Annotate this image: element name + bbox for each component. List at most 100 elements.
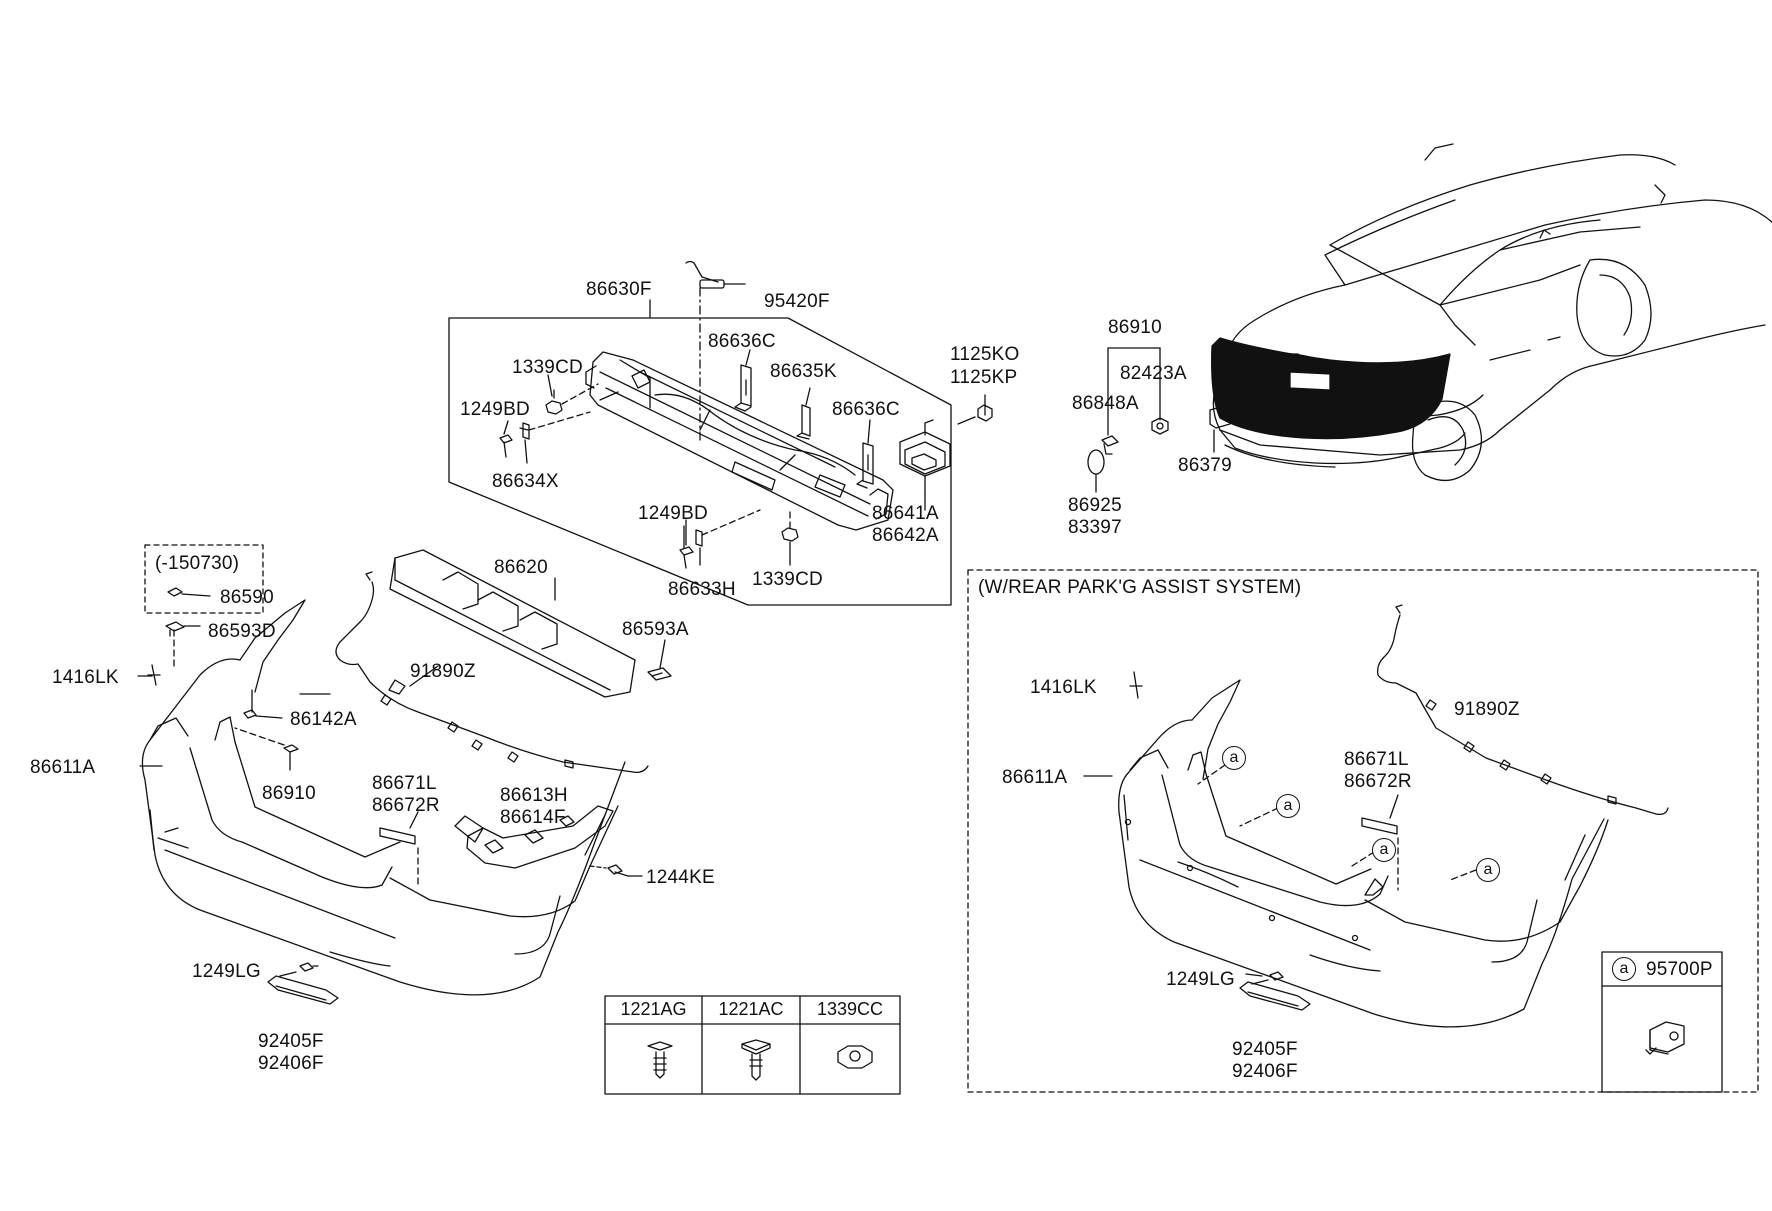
label-86633H: 86633H	[668, 579, 736, 600]
energy-absorber-drawing	[389, 549, 636, 698]
callout-a-legend: a	[1612, 957, 1636, 981]
bracket-86671L-left	[379, 811, 419, 886]
label-95420F: 95420F	[764, 291, 830, 312]
label-1125KP: 1125KP	[950, 367, 1018, 388]
car-plate	[1289, 371, 1331, 391]
callout-a-1: a	[1222, 746, 1246, 770]
label-86672R-right: 86672R	[1344, 771, 1412, 792]
bracket-86636C-side	[856, 442, 874, 489]
clip-86910-left	[234, 727, 299, 771]
label-86593A: 86593A	[622, 619, 689, 640]
side-bracket-86613H	[466, 805, 614, 869]
nut-1339CD-top	[545, 383, 599, 415]
clip-86633H	[695, 509, 761, 547]
table-header-1221AG: 1221AG	[620, 999, 687, 1019]
label-86142A: 86142A	[290, 709, 357, 730]
bracket-86636C-top	[734, 364, 752, 412]
clip-86910-right	[1087, 347, 1263, 493]
clip-86634X	[519, 411, 591, 440]
rear-beam-drawing	[585, 351, 894, 531]
park-assist-frame	[967, 569, 1759, 1093]
label-86925: 86925	[1068, 495, 1122, 516]
rivet-1416LK-right	[1129, 671, 1143, 699]
sensor-95700P-box	[1601, 951, 1723, 1093]
label-86671L-left: 86671L	[372, 773, 437, 794]
label-83397: 83397	[1068, 517, 1122, 538]
table-header-1339CC: 1339CC	[816, 999, 884, 1019]
bracket-86671L-right	[1361, 794, 1399, 891]
table-header-1221AC: 1221AC	[718, 999, 784, 1019]
rivet-1416LK-left	[137, 664, 161, 686]
reflector-92405F-left	[267, 975, 339, 1005]
label-86672R-left: 86672R	[372, 795, 440, 816]
label-86590: 86590	[220, 587, 274, 608]
park-assist-title: (W/REAR PARK'G ASSIST SYSTEM)	[978, 577, 1302, 598]
label-86641A: 86641A	[872, 503, 939, 524]
callout-a-3: a	[1372, 838, 1396, 862]
label-1249BD-bottom: 1249BD	[638, 503, 708, 524]
stay-86641A-drawing	[899, 419, 951, 496]
beam-group-leaders	[503, 349, 926, 566]
label-92406F-left: 92406F	[258, 1053, 324, 1074]
label-1244KE: 1244KE	[646, 867, 715, 888]
label-91890Z-right: 91890Z	[1454, 699, 1520, 720]
label-86671L-right: 86671L	[1344, 749, 1409, 770]
left-group-leaders	[139, 693, 331, 767]
label-86848A: 86848A	[1072, 393, 1139, 414]
fastener-table-grid	[604, 995, 901, 1095]
label-86614F: 86614F	[500, 807, 566, 828]
beam-group-frame	[448, 299, 952, 606]
label-1249BD-top: 1249BD	[460, 399, 530, 420]
label-1249LG-left: 1249LG	[192, 961, 261, 982]
label-92405F-left: 92405F	[258, 1031, 324, 1052]
harness-91890Z-left	[335, 571, 649, 774]
label-86620: 86620	[494, 557, 548, 578]
screw-1249LG-right	[1251, 971, 1284, 985]
label-150730: (-150730)	[155, 553, 240, 574]
label-92405F-right: 92405F	[1232, 1039, 1298, 1060]
label-86593D: 86593D	[208, 621, 276, 642]
label-91890Z-left: 91890Z	[410, 661, 476, 682]
screw-1221AG-icon	[647, 1041, 673, 1079]
variant-box-150730	[144, 544, 264, 614]
callout-a-2: a	[1276, 794, 1300, 818]
clip-86593D	[165, 621, 201, 669]
label-1339CD-bottom: 1339CD	[752, 569, 823, 590]
label-86613H: 86613H	[500, 785, 568, 806]
label-1249LG-right: 1249LG	[1166, 969, 1235, 990]
bolt-1249BD-bottom	[679, 519, 694, 569]
label-86910-right: 86910	[1108, 317, 1162, 338]
label-86634X: 86634X	[492, 471, 559, 492]
clip-86593A	[647, 639, 672, 681]
label-86635K: 86635K	[770, 361, 837, 382]
bolt-86142A	[243, 689, 283, 719]
bracket-86635K	[796, 404, 811, 440]
callout-leaders	[1197, 764, 1477, 881]
label-86910-left: 86910	[262, 783, 316, 804]
bumper-cover-left-drawing	[141, 599, 626, 996]
label-86630F: 86630F	[586, 279, 652, 300]
screw-1249LG-left	[279, 962, 319, 977]
car-illustration	[1212, 143, 1772, 482]
label-1416LK-left: 1416LK	[52, 667, 119, 688]
harness-91890Z-right	[1376, 604, 1669, 816]
bolt-1125KO	[957, 394, 993, 425]
bumper-cover-right-drawing	[1118, 679, 1609, 1028]
label-95700P: 95700P	[1646, 959, 1713, 980]
nut-1339CC-icon	[837, 1045, 873, 1069]
label-86611A-right: 86611A	[1002, 767, 1068, 788]
sensor-95420F-drawing	[685, 260, 746, 441]
clip-86590	[167, 587, 211, 597]
bolt-1249BD-top	[499, 434, 513, 458]
label-86636C-top: 86636C	[708, 331, 776, 352]
label-82423A: 82423A	[1120, 363, 1187, 384]
label-86636C-side: 86636C	[832, 399, 900, 420]
reflector-92405F-right	[1239, 981, 1311, 1011]
label-1416LK-right: 1416LK	[1030, 677, 1097, 698]
screw-1244KE	[589, 864, 643, 877]
label-1339CD-top: 1339CD	[512, 357, 583, 378]
label-86611A-left: 86611A	[30, 757, 96, 778]
label-86642A: 86642A	[872, 525, 939, 546]
screw-1221AC-icon	[741, 1039, 771, 1081]
